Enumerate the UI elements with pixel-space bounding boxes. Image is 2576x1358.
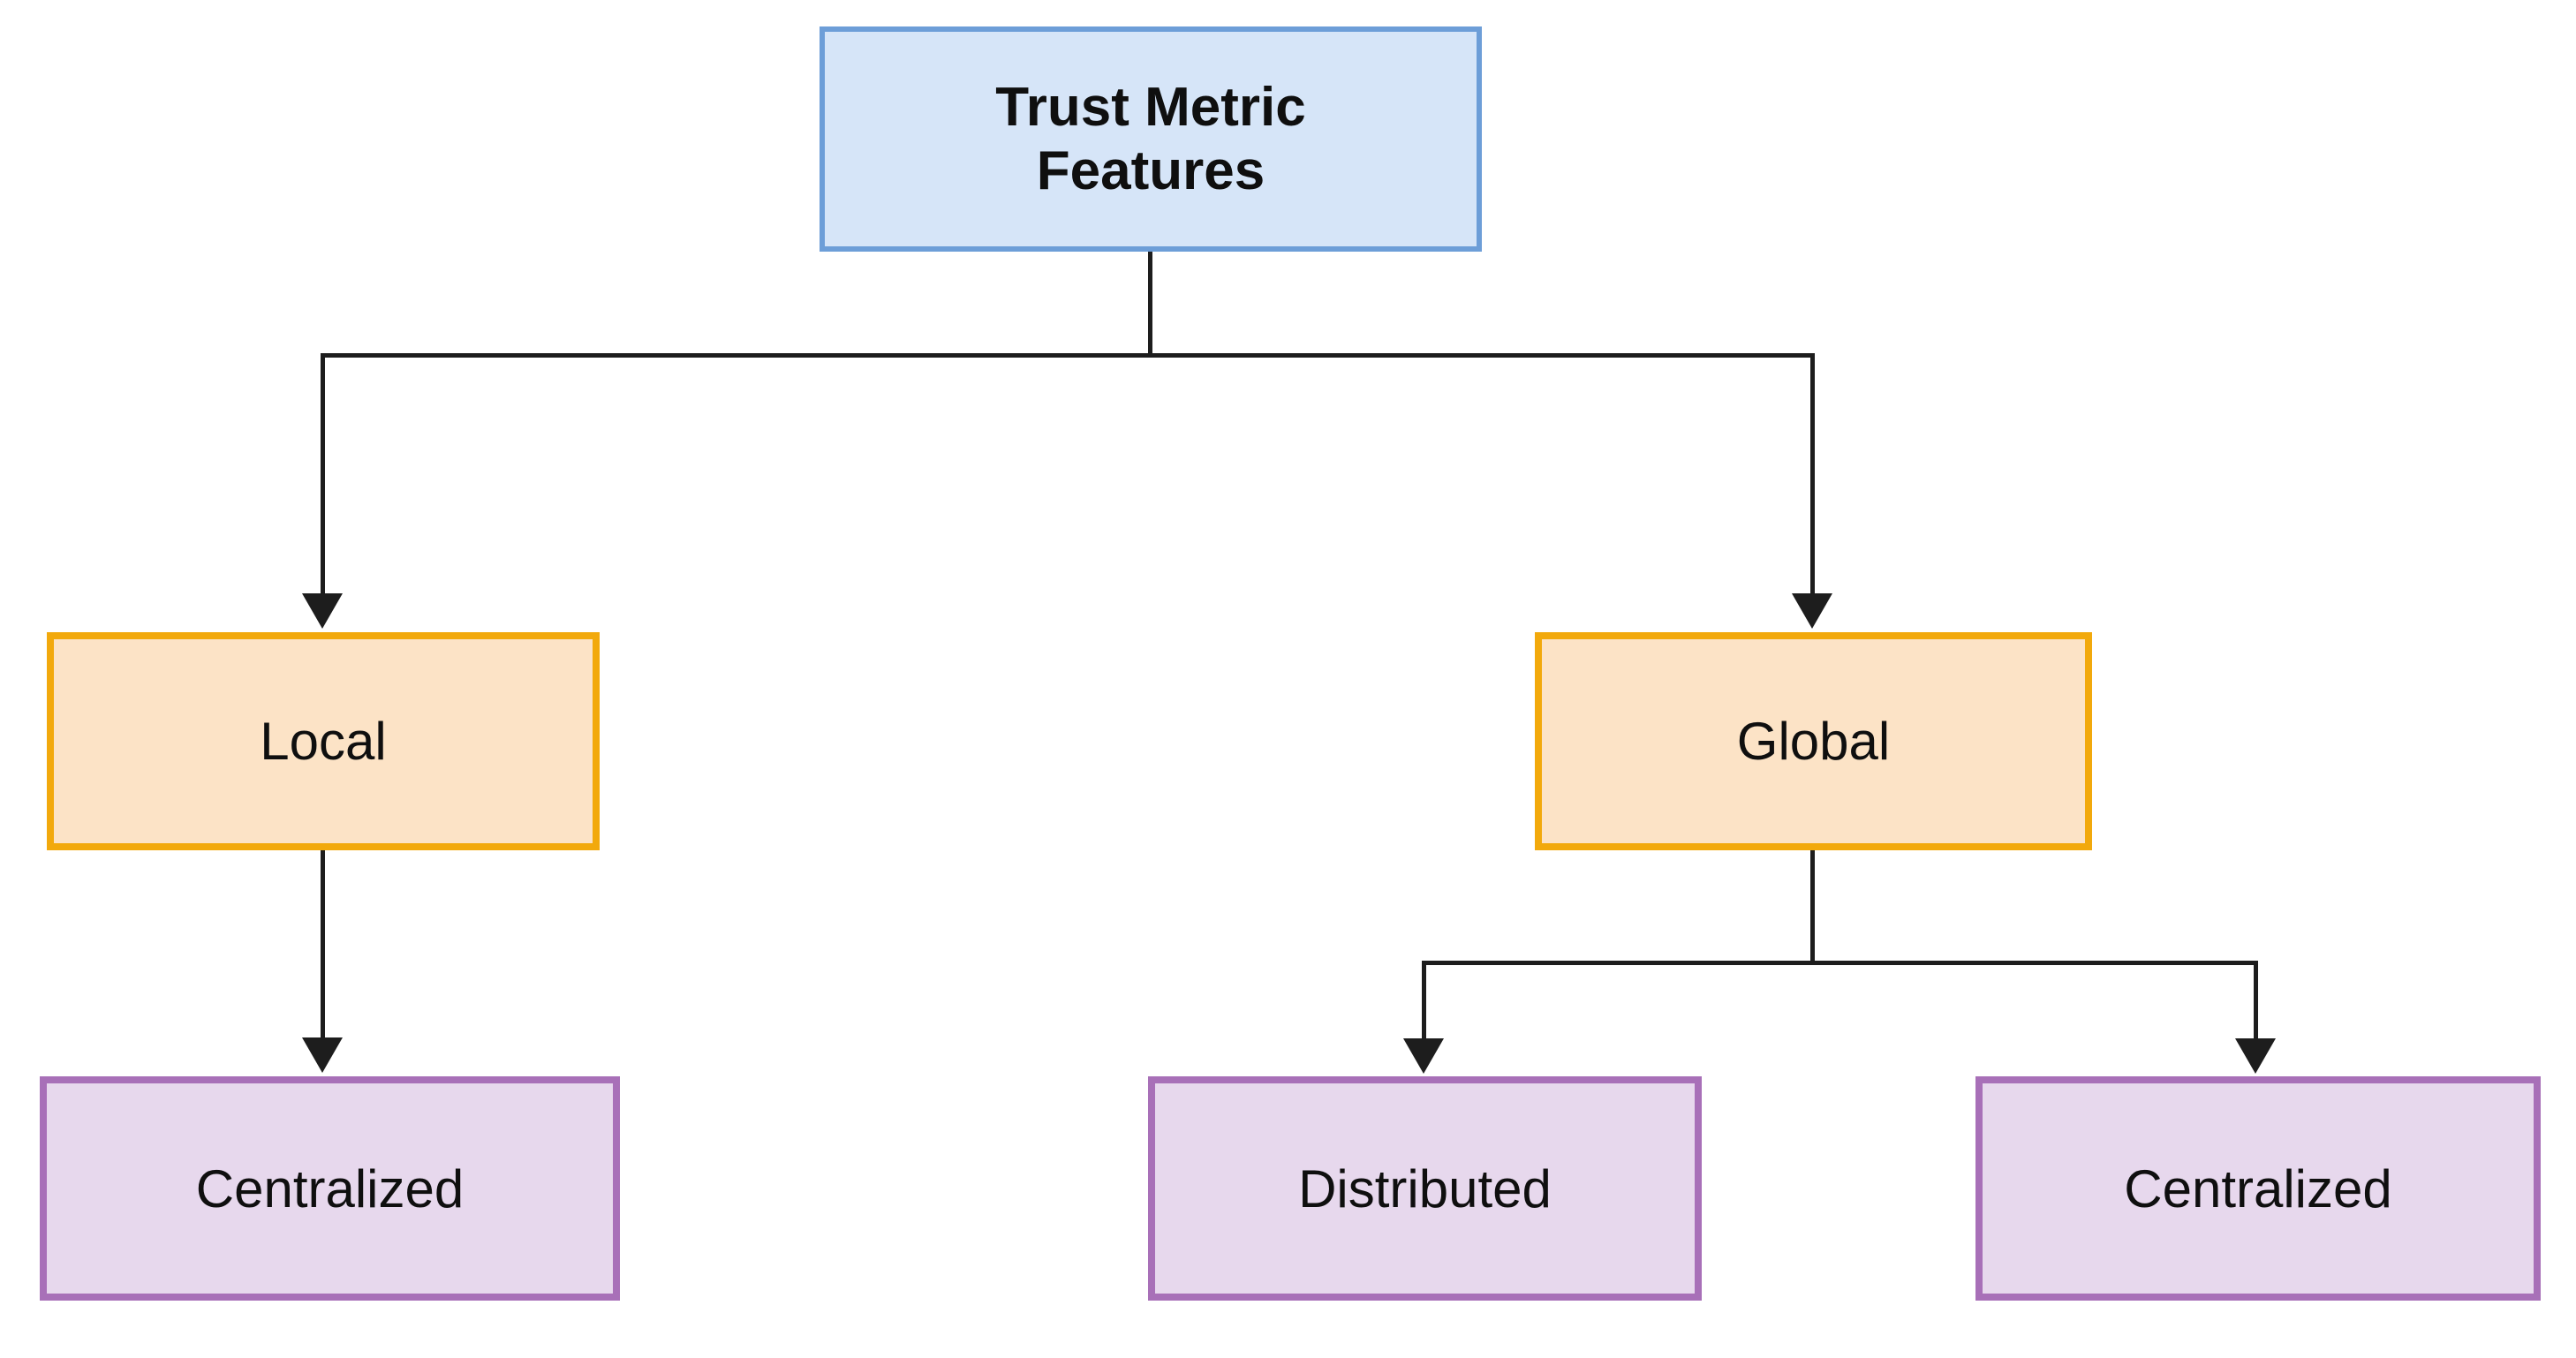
edge-root-bus <box>321 353 1815 358</box>
edge-root-to-global-drop <box>1810 353 1815 599</box>
edge-global-to-centralized-arrowhead <box>2235 1038 2276 1074</box>
node-centralized-global-label: Centralized <box>2124 1158 2392 1218</box>
edge-global-to-distributed-arrowhead <box>1403 1038 1444 1074</box>
edge-local-to-centralized-arrowhead <box>302 1037 343 1073</box>
edge-local-to-centralized-line <box>321 850 325 1041</box>
node-global-label: Global <box>1736 712 1891 771</box>
edge-global-bus <box>1422 961 2258 965</box>
node-global[interactable]: Global <box>1535 632 2092 850</box>
node-centralized-local-label: Centralized <box>195 1158 465 1218</box>
edge-root-to-global-arrowhead <box>1792 593 1832 629</box>
edge-global-to-centralized-drop <box>2254 961 2258 1042</box>
node-trust-metric-features[interactable]: Trust Metric Features <box>820 26 1482 252</box>
node-distributed-global-label: Distributed <box>1298 1158 1552 1218</box>
edge-global-to-distributed-drop <box>1422 961 1426 1042</box>
node-local-label: Local <box>260 712 387 771</box>
edge-root-stem <box>1148 252 1152 356</box>
node-local[interactable]: Local <box>47 632 600 850</box>
node-centralized-local[interactable]: Centralized <box>40 1076 620 1301</box>
edge-root-to-local-arrowhead <box>302 593 343 629</box>
edge-root-to-local-drop <box>321 353 325 599</box>
node-centralized-global[interactable]: Centralized <box>1975 1076 2541 1301</box>
edge-global-stem <box>1810 850 1815 963</box>
node-trust-metric-features-label: Trust Metric Features <box>995 77 1306 201</box>
node-distributed-global[interactable]: Distributed <box>1148 1076 1702 1301</box>
